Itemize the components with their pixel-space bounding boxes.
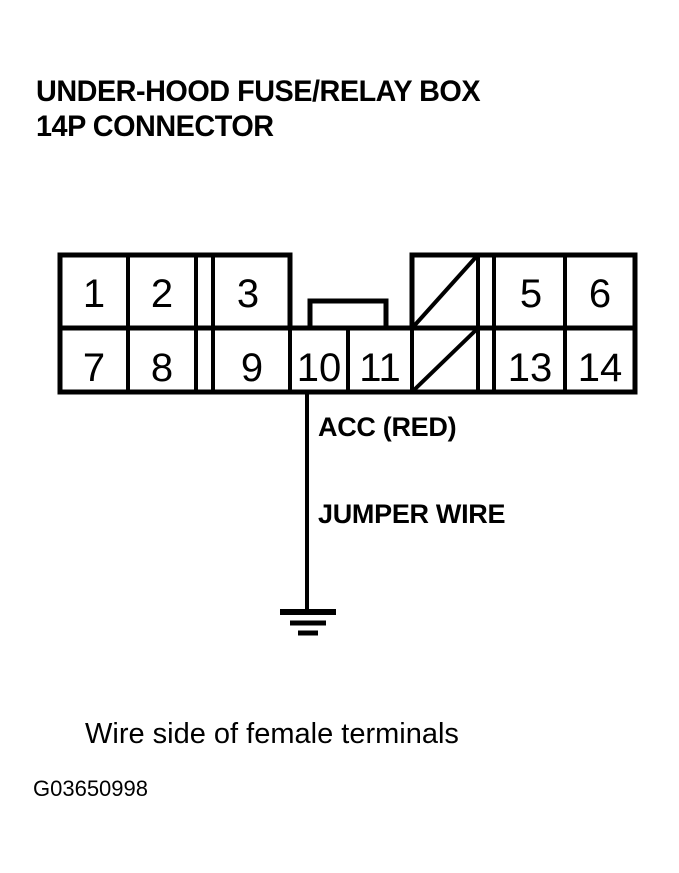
terminal-number-14: 14 [578,346,623,390]
figure-title-line-2: 14P CONNECTOR [36,110,274,143]
terminal-number-11: 11 [359,346,401,390]
terminal-number-9: 9 [241,346,263,390]
connector-notch [307,298,389,328]
figure-title: UNDER-HOOD FUSE/RELAY BOX 14P CONNECTOR [36,74,656,144]
figure-caption: Wire side of female terminals [85,718,459,750]
terminal-number-3: 3 [237,272,259,316]
terminal-number-5: 5 [520,272,542,316]
blocked-cavity-slash-top [412,255,478,328]
figure-id-code: G03650998 [33,776,148,801]
figure-title-line-1: UNDER-HOOD FUSE/RELAY BOX [36,75,481,108]
terminal-number-6: 6 [589,272,611,316]
terminal-number-1: 1 [83,272,105,316]
acc-wire-label: ACC (RED) [318,412,457,442]
terminal-number-8: 8 [151,346,173,390]
blocked-cavity-slash-bottom [412,328,478,392]
jumper-wire-label: JUMPER WIRE [318,499,506,529]
terminal-number-10: 10 [297,346,342,390]
terminal-number-13: 13 [508,346,553,390]
terminal-number-2: 2 [151,272,173,316]
terminal-number-7: 7 [83,346,105,390]
